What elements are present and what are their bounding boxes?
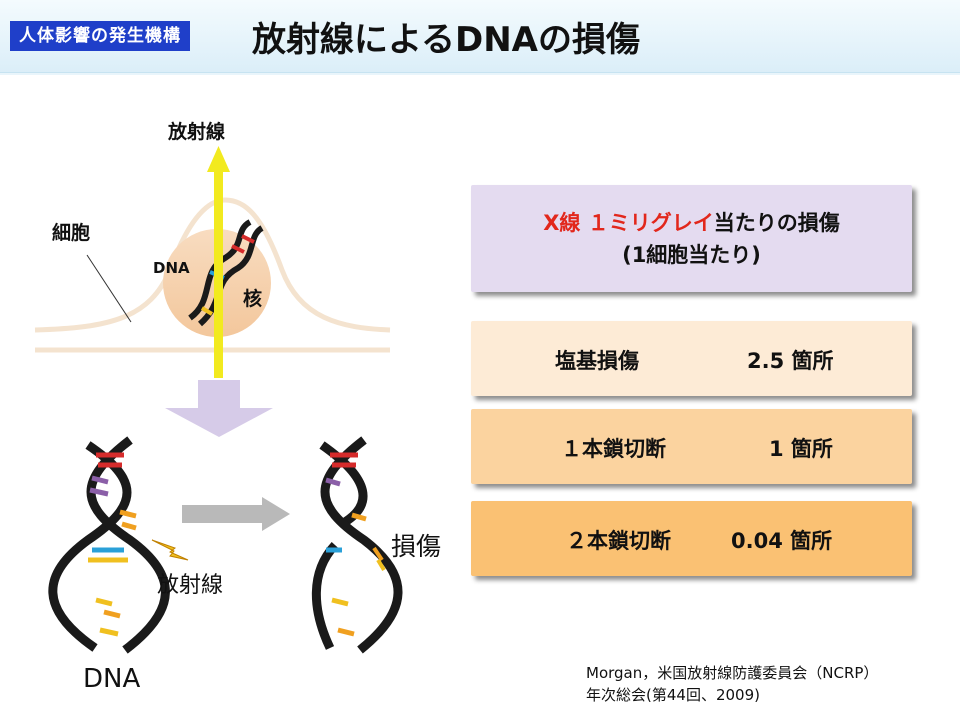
right-arrow xyxy=(182,497,290,531)
dna-small-label: DNA xyxy=(153,259,190,277)
nucleus-label: 核 xyxy=(243,284,262,311)
damage-row: 塩基損傷 2.5 箇所 xyxy=(471,321,912,396)
citation-line1: Morgan，米国放射線防護委員会（NCRP） xyxy=(586,662,878,684)
damage-type: ２本鎖切断 xyxy=(566,525,671,555)
dna-helix-intact xyxy=(53,440,166,650)
dose-heading-box: X線 １ミリグレイ当たりの損傷 (1細胞当たり) xyxy=(471,185,912,292)
radiation-label: 放射線 xyxy=(157,567,223,599)
damage-label: 損傷 xyxy=(391,527,441,563)
damage-count: 0.04 箇所 xyxy=(731,525,832,555)
citation: Morgan，米国放射線防護委員会（NCRP） 年次総会(第44回、2009) xyxy=(586,662,878,706)
dose-heading-suffix: 当たりの損傷 xyxy=(714,211,840,235)
cell-pointer-line xyxy=(87,255,131,322)
damage-type: 塩基損傷 xyxy=(555,345,639,375)
top-radiation-label: 放射線 xyxy=(168,117,225,144)
cell-label: 細胞 xyxy=(52,218,90,245)
down-arrow xyxy=(165,380,273,437)
damage-row: ２本鎖切断 0.04 箇所 xyxy=(471,501,912,576)
damage-count: 2.5 箇所 xyxy=(747,345,834,375)
damage-row: １本鎖切断 1 箇所 xyxy=(471,409,912,484)
lightning-icon xyxy=(152,540,188,560)
dna-helix-damaged xyxy=(316,440,398,650)
dose-heading-sub: (1細胞当たり) xyxy=(471,239,912,269)
dose-heading: X線 １ミリグレイ当たりの損傷 xyxy=(471,207,912,237)
dose-heading-prefix: X線 １ミリグレイ xyxy=(543,211,714,235)
damage-type: １本鎖切断 xyxy=(561,433,666,463)
citation-line2: 年次総会(第44回、2009) xyxy=(586,684,878,706)
dna-label: DNA xyxy=(83,664,140,694)
damage-count: 1 箇所 xyxy=(769,433,833,463)
